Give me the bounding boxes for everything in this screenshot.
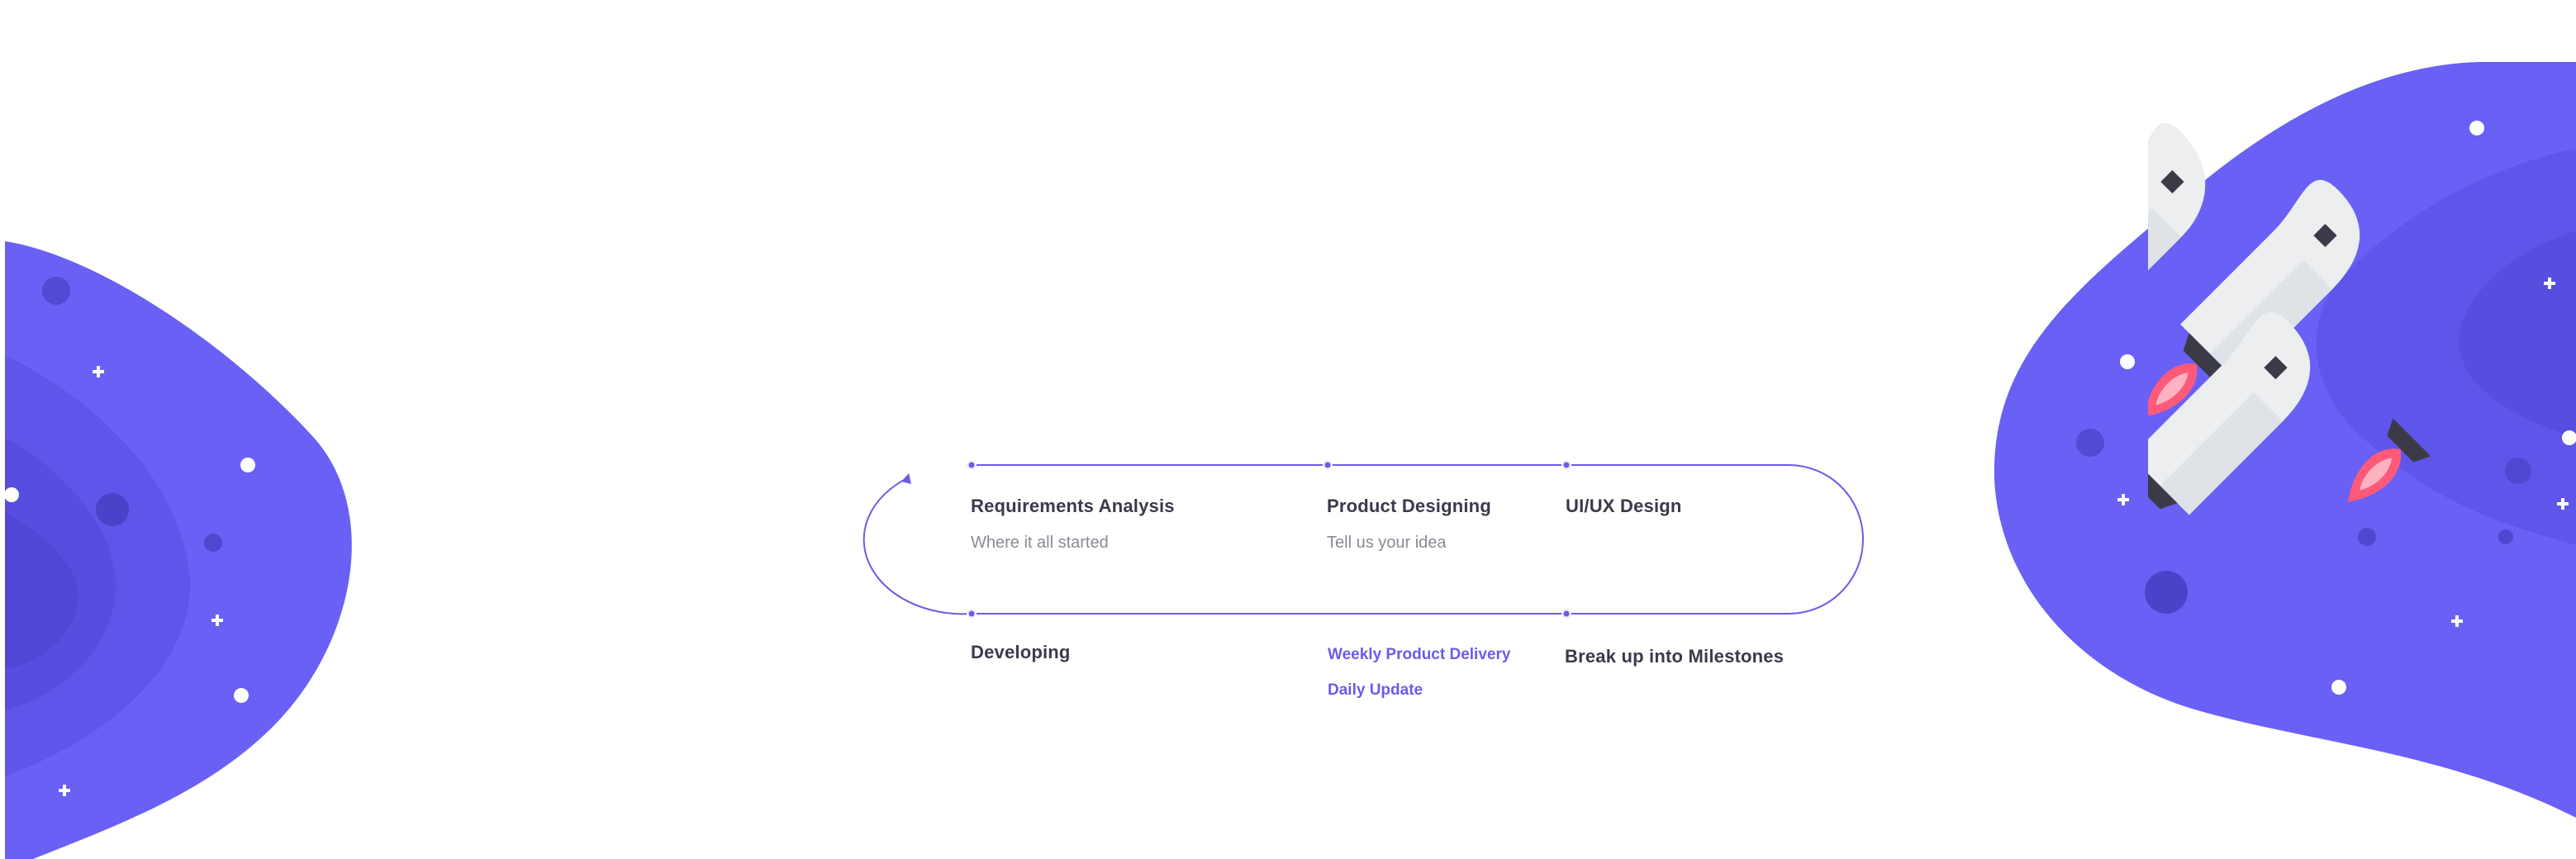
step-title-developing: Developing bbox=[971, 642, 1071, 662]
flow-node bbox=[1563, 462, 1570, 468]
step-title-uiux-design: UI/UX Design bbox=[1566, 496, 1682, 516]
step-subtitle-requirements: Where it all started bbox=[971, 534, 1109, 552]
flow-node bbox=[968, 610, 975, 617]
flow-arrow-head-icon bbox=[901, 473, 911, 484]
flow-path bbox=[863, 464, 1864, 615]
flow-node bbox=[1563, 610, 1570, 617]
flow-node bbox=[1324, 462, 1331, 468]
right-planet-blob-decoration bbox=[1994, 62, 2576, 818]
step-title-requirements: Requirements Analysis bbox=[971, 496, 1175, 516]
step-subtitle-product-designing: Tell us your idea bbox=[1327, 534, 1447, 552]
flow-node bbox=[968, 462, 975, 468]
flow-nodes bbox=[967, 460, 1571, 619]
weekly-product-delivery-link[interactable]: Weekly Product Delivery bbox=[1328, 646, 1511, 663]
step-title-product-designing: Product Designing bbox=[1327, 496, 1491, 516]
rocket-group-icon bbox=[2148, 122, 2431, 515]
left-planet-blob-decoration bbox=[4, 241, 352, 859]
step-title-milestones: Break up into Milestones bbox=[1565, 646, 1785, 667]
daily-update-link[interactable]: Daily Update bbox=[1328, 681, 1423, 699]
